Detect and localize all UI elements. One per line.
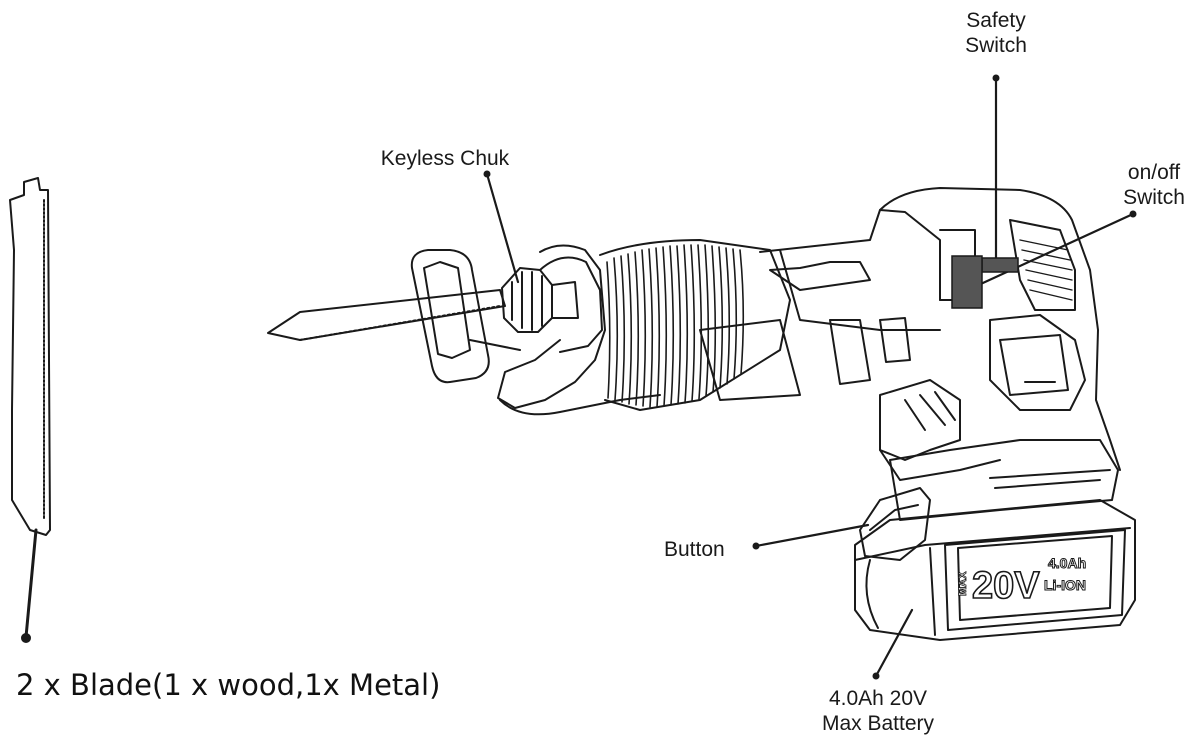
battery-chemistry-text: Li-ION	[1044, 577, 1086, 593]
ribbed-barrel	[599, 239, 791, 411]
installed-blade	[267, 289, 506, 341]
leader-lines	[485, 74, 1135, 678]
main-body	[699, 187, 1121, 471]
blade-illustration	[9, 177, 51, 643]
leader-dots	[483, 74, 1137, 680]
label-button: Button	[664, 538, 725, 561]
label-safety-switch: Safety Switch	[965, 9, 1027, 57]
battery-pack	[854, 499, 1136, 641]
on-off-switch	[951, 255, 983, 309]
release-button	[859, 487, 931, 561]
shoe-guard	[410, 249, 521, 384]
battery-capacity-text: 4.0Ah	[1048, 555, 1086, 571]
label-blade: 2 x Blade(1 x wood,1x Metal)	[16, 668, 441, 702]
safety-switch	[981, 257, 1019, 273]
label-on-off-switch: on/off Switch	[1123, 161, 1185, 209]
battery-voltage-text: 20V	[972, 565, 1040, 607]
grip	[879, 379, 1001, 481]
front-housing	[497, 244, 661, 416]
battery-max-text: MAX	[957, 571, 969, 596]
label-keyless-chuck: Keyless Chuk	[380, 147, 510, 170]
label-battery: 4.0Ah 20V Max Battery	[821, 687, 935, 735]
keyless-chuck	[501, 256, 603, 353]
